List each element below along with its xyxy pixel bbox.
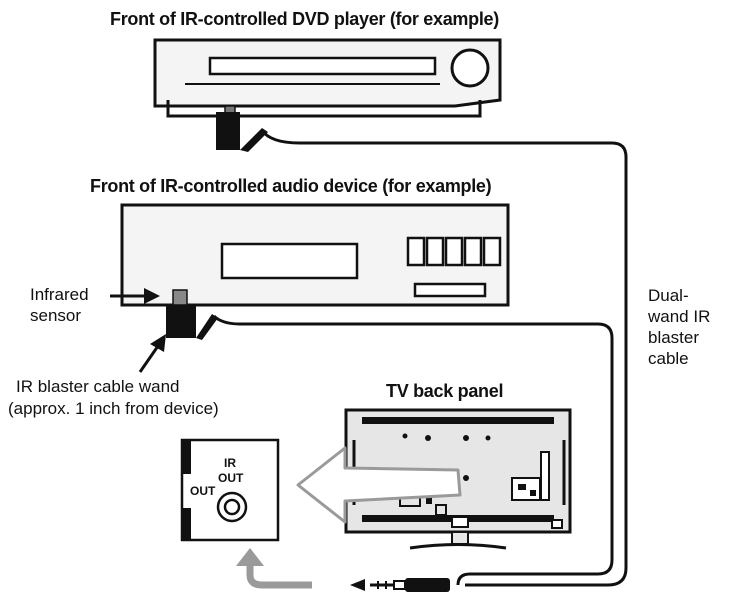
- ir-out-port-panel: [180, 438, 280, 542]
- tv-stand-base: [409, 543, 507, 550]
- dvd-player: [153, 38, 502, 118]
- audio-button: [425, 236, 445, 267]
- infrared-sensor-label-line1: Infrared: [30, 285, 89, 304]
- dvd-dial-icon: [450, 48, 490, 88]
- dvd-title: Front of IR-controlled DVD player (for e…: [110, 9, 499, 29]
- wand-pointer-arrow: [138, 334, 166, 373]
- tv-title: TV back panel: [386, 381, 504, 401]
- infrared-sensor-icon: [172, 289, 188, 306]
- cable-label-line4: cable: [648, 349, 689, 368]
- cable-label-line1: Dual-: [648, 286, 689, 305]
- cable-label-line3: blaster: [648, 328, 700, 347]
- audio-button: [482, 236, 502, 267]
- infrared-sensor-label-line2: sensor: [30, 306, 82, 325]
- plug-to-port-arrowhead: [236, 548, 264, 566]
- wand-label-line2: (approx. 1 inch from device): [8, 399, 219, 418]
- dvd-disc-tray: [208, 56, 437, 76]
- port-ir-out-label: OUT: [218, 471, 244, 485]
- audio-button: [463, 236, 483, 267]
- audio-title: Front of IR-controlled audio device (for…: [90, 176, 492, 196]
- sensor-pointer-arrow: [110, 288, 160, 304]
- audio-slot: [413, 282, 487, 298]
- tv-to-port-hollow-arrow: [296, 446, 462, 524]
- port-out-label: OUT: [190, 484, 216, 498]
- ir-plug-icon: [350, 578, 450, 592]
- plug-to-port-arrow: [246, 563, 312, 589]
- audio-button: [444, 236, 464, 267]
- tv-stand-neck: [451, 531, 469, 545]
- dual-wand-ir-blaster-cable: [212, 129, 628, 587]
- wand-label-line1: IR blaster cable wand: [16, 377, 180, 396]
- audio-display: [220, 242, 359, 280]
- audio-device: [120, 203, 510, 307]
- audio-ir-wand: [166, 289, 218, 340]
- audio-button: [406, 236, 426, 267]
- dvd-ir-wand: [216, 105, 268, 152]
- cable-label-line2: wand IR: [648, 307, 711, 326]
- port-ir-label: IR: [224, 456, 236, 470]
